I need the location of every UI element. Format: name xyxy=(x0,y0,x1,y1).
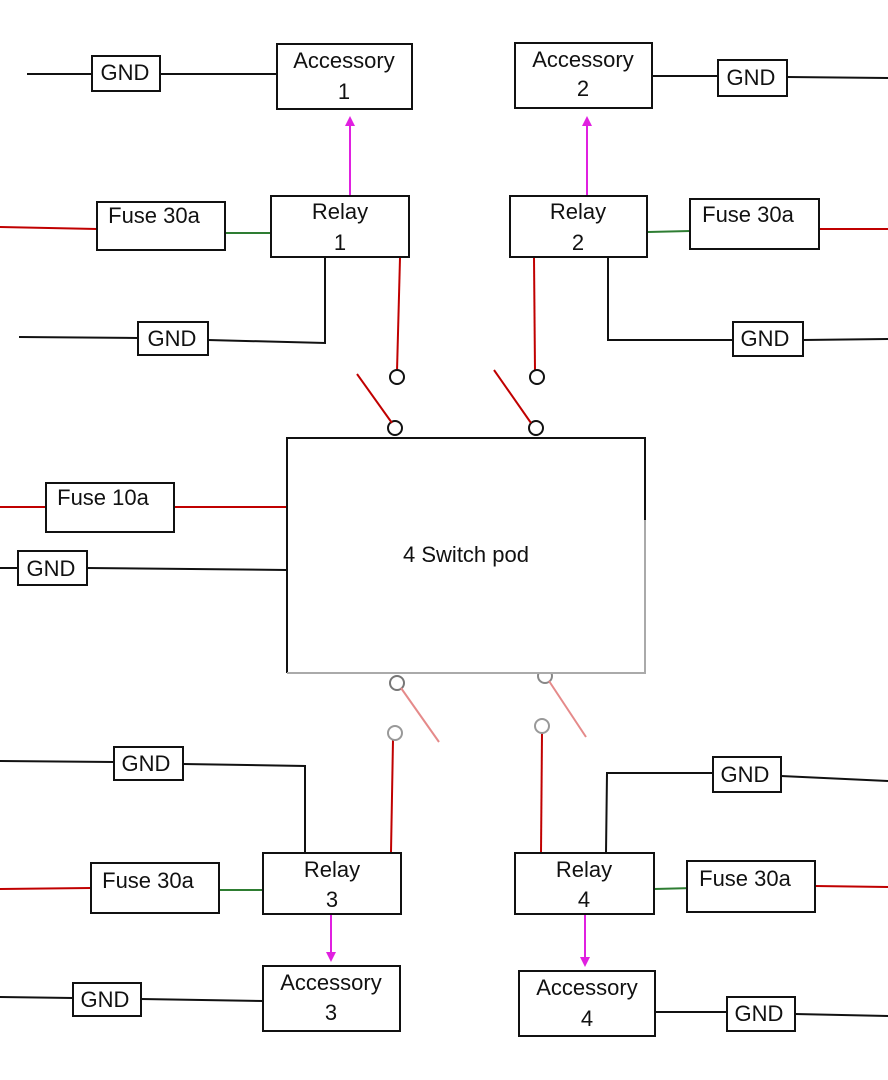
relay-2-title: Relay xyxy=(550,199,606,224)
gnd-relay2-label: GND xyxy=(741,326,790,351)
boxes xyxy=(17,42,820,1037)
accessory-3-box xyxy=(262,965,401,1032)
fuse-relay4-box xyxy=(686,860,816,913)
wire-gnd-pod-to-pod xyxy=(86,567,288,571)
gnd-pod-label: GND xyxy=(27,556,76,581)
switch-2-contact xyxy=(493,369,545,436)
wire-gnd-acc4-out xyxy=(794,1013,888,1017)
wire-gnd-acc3-in xyxy=(0,996,74,999)
accessory-2-number: 2 xyxy=(577,76,589,101)
switch-pod xyxy=(286,437,646,674)
accessory-4-title: Accessory xyxy=(536,975,637,1000)
fuse-relay4-label: Fuse 30a xyxy=(699,866,791,891)
wire-fuse-relay4-supply xyxy=(814,885,888,888)
relay-3-box xyxy=(262,852,402,915)
wire-gnd-relay1 xyxy=(18,336,139,339)
accessory-1-title: Accessory xyxy=(293,48,394,73)
relay-4-number: 4 xyxy=(578,887,590,912)
gnd-relay3-label: GND xyxy=(122,751,171,776)
gnd-acc3-box xyxy=(72,982,142,1017)
wire-relay1-trigger xyxy=(396,257,401,372)
labels: Accessory 1 Accessory 2 Accessory 3 Acce… xyxy=(27,47,795,1031)
accessory-4-number: 4 xyxy=(581,1006,593,1031)
wire-gnd-acc2-out xyxy=(786,76,888,79)
accessory-2-title: Accessory xyxy=(532,47,633,72)
gnd-acc3-label: GND xyxy=(81,987,130,1012)
output-arrows xyxy=(326,116,592,967)
fuse-relay3-box xyxy=(90,862,220,914)
switch-3-contact xyxy=(387,675,440,743)
switch-pod-label: 4 Switch pod xyxy=(403,542,529,567)
relay-2-box xyxy=(509,195,648,258)
wire-gnd-relay4-out xyxy=(780,775,888,782)
accessory-1-number: 1 xyxy=(338,79,350,104)
relay-4-box xyxy=(514,852,655,915)
wire-gnd-relay3-to-relay3 xyxy=(182,763,306,853)
gnd-acc1-box xyxy=(91,55,161,92)
wire-gnd-relay2-out xyxy=(802,338,888,341)
wire-gnd-relay1-to-relay1 xyxy=(207,257,326,345)
wire-fuse-relay1-supply xyxy=(0,226,98,230)
fuse-relay1-box xyxy=(96,201,226,251)
relay-3-number: 3 xyxy=(326,887,338,912)
gnd-relay3-box xyxy=(113,746,184,781)
gnd-acc2-label: GND xyxy=(727,65,776,90)
relay-3-title: Relay xyxy=(304,857,360,882)
gnd-relay4-label: GND xyxy=(721,762,770,787)
fuse-relay3-label: Fuse 30a xyxy=(102,868,194,893)
fuse-relay2-label: Fuse 30a xyxy=(702,202,794,227)
fuse-relay2-box xyxy=(689,198,820,250)
wire-relay2-to-fuse xyxy=(647,230,691,233)
wire-relay4-trigger xyxy=(540,732,543,854)
accessory-3-title: Accessory xyxy=(280,970,381,995)
gnd-acc4-box xyxy=(726,996,796,1032)
wires xyxy=(0,73,888,1017)
wire-relay2-trigger xyxy=(533,257,536,372)
wire-relay4-to-gnd xyxy=(605,772,713,854)
switch-1-contact xyxy=(356,369,405,436)
relay-1-box xyxy=(270,195,410,258)
gnd-relay1-label: GND xyxy=(148,326,197,351)
wire-gnd-acc3-to-acc3 xyxy=(140,998,264,1002)
wire-relay2-to-gnd xyxy=(607,257,733,341)
wire-gnd-relay3-in xyxy=(0,760,115,763)
switch-contacts xyxy=(356,369,587,743)
gnd-relay1-box xyxy=(137,321,209,356)
wire-relay3-trigger xyxy=(390,739,394,853)
gnd-acc2-box xyxy=(717,59,788,97)
accessory-2-box xyxy=(514,42,653,109)
gnd-relay4-box xyxy=(712,756,782,793)
gnd-acc1-label: GND xyxy=(101,60,150,85)
relay-1-number: 1 xyxy=(334,230,346,255)
fuse-pod-label: Fuse 10a xyxy=(57,485,149,510)
switch-4-contact xyxy=(534,668,587,738)
fuse-relay1-label: Fuse 30a xyxy=(108,203,200,228)
relay-4-title: Relay xyxy=(556,857,612,882)
gnd-relay2-box xyxy=(732,321,804,357)
gnd-acc4-label: GND xyxy=(735,1001,784,1026)
wire-fuse-relay3-supply xyxy=(0,887,92,890)
accessory-3-number: 3 xyxy=(325,1000,337,1025)
accessory-1-box xyxy=(276,43,413,110)
relay-1-title: Relay xyxy=(312,199,368,224)
relay-2-number: 2 xyxy=(572,230,584,255)
fuse-pod-box xyxy=(45,482,175,533)
accessory-4-box xyxy=(518,970,656,1037)
gnd-pod-box xyxy=(17,550,88,586)
